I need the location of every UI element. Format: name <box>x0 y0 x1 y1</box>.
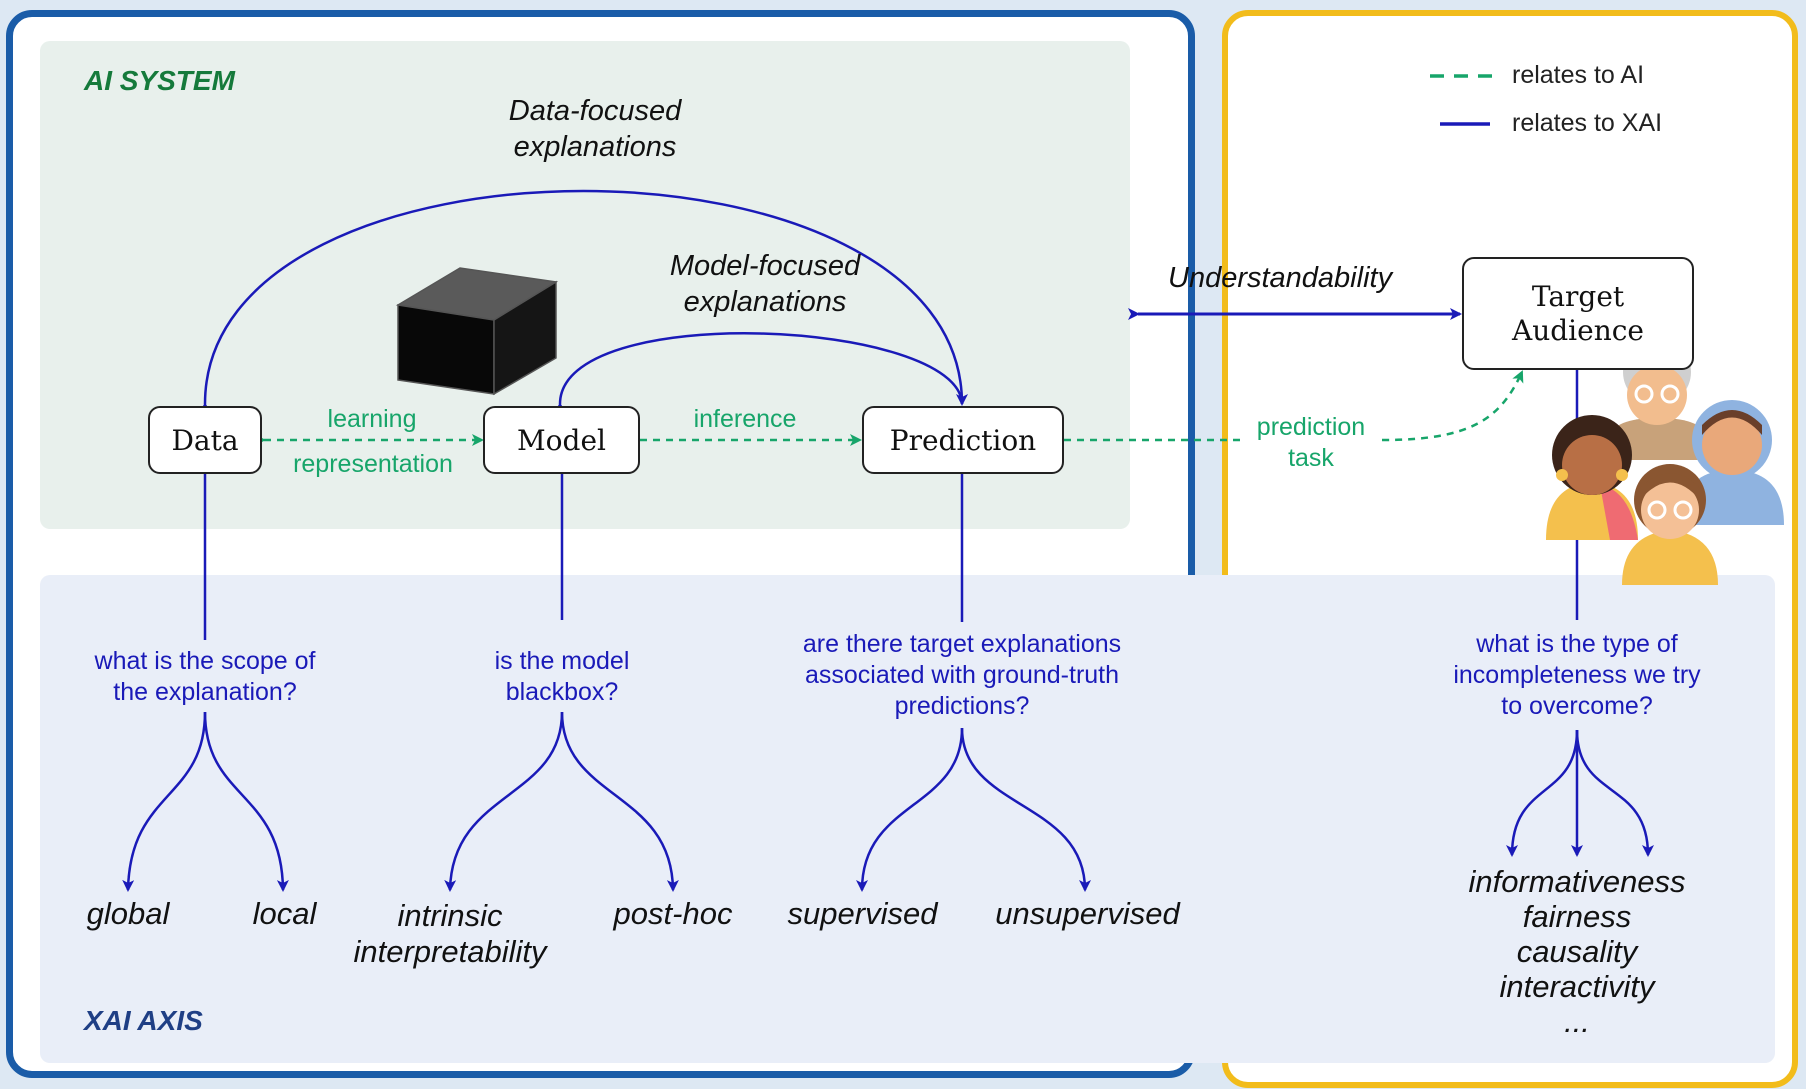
target-audience-node: Target Audience <box>1462 257 1694 370</box>
inference-label: inference <box>693 405 797 433</box>
leaf-intrinsic: intrinsic interpretability <box>353 898 547 969</box>
model-node: Model <box>483 406 640 474</box>
data-focused-arc <box>198 189 968 415</box>
prediction-task-label: prediction task <box>1256 413 1366 472</box>
black-box-cube-icon <box>395 267 559 396</box>
target-explanations-question: are there target explanations associated… <box>802 630 1122 720</box>
leaf-global: global <box>86 896 170 931</box>
learning-label: learning <box>327 405 417 433</box>
scope-question: what is the scope of the explanation? <box>94 647 316 706</box>
leaf-post-hoc: post-hoc <box>613 896 733 931</box>
understandability-label: Understandability <box>1168 262 1393 294</box>
data-focused-label: Data-focused explanations <box>508 95 682 163</box>
legend-xai-label: relates to XAI <box>1512 109 1663 137</box>
model-focused-label: Model-focused explanations <box>669 250 861 318</box>
blackbox-question: is the model blackbox? <box>494 647 630 706</box>
prediction-node: Prediction <box>862 406 1064 474</box>
leaf-local: local <box>252 896 317 931</box>
target-audience-line1: Target <box>1531 279 1625 313</box>
ai-system-label: AI SYSTEM <box>84 65 235 96</box>
model-focused-arc <box>553 332 964 415</box>
legend-ai-label: relates to AI <box>1512 61 1645 89</box>
xai-axis-panel <box>40 575 1775 1063</box>
representation-label: representation <box>293 450 453 478</box>
incompleteness-question: what is the type of incompleteness we tr… <box>1453 630 1701 720</box>
target-audience-people-icon <box>1546 338 1784 585</box>
target-audience-line2: Audience <box>1512 313 1644 347</box>
prediction-task-edge <box>1064 372 1522 442</box>
data-node: Data <box>148 406 262 474</box>
xai-axis-label: XAI AXIS <box>84 1005 203 1036</box>
leaf-supervised: supervised <box>787 896 938 931</box>
leaf-unsupervised: unsupervised <box>995 896 1180 931</box>
incompleteness-types: informativeness fairness causality inter… <box>1468 864 1686 1039</box>
